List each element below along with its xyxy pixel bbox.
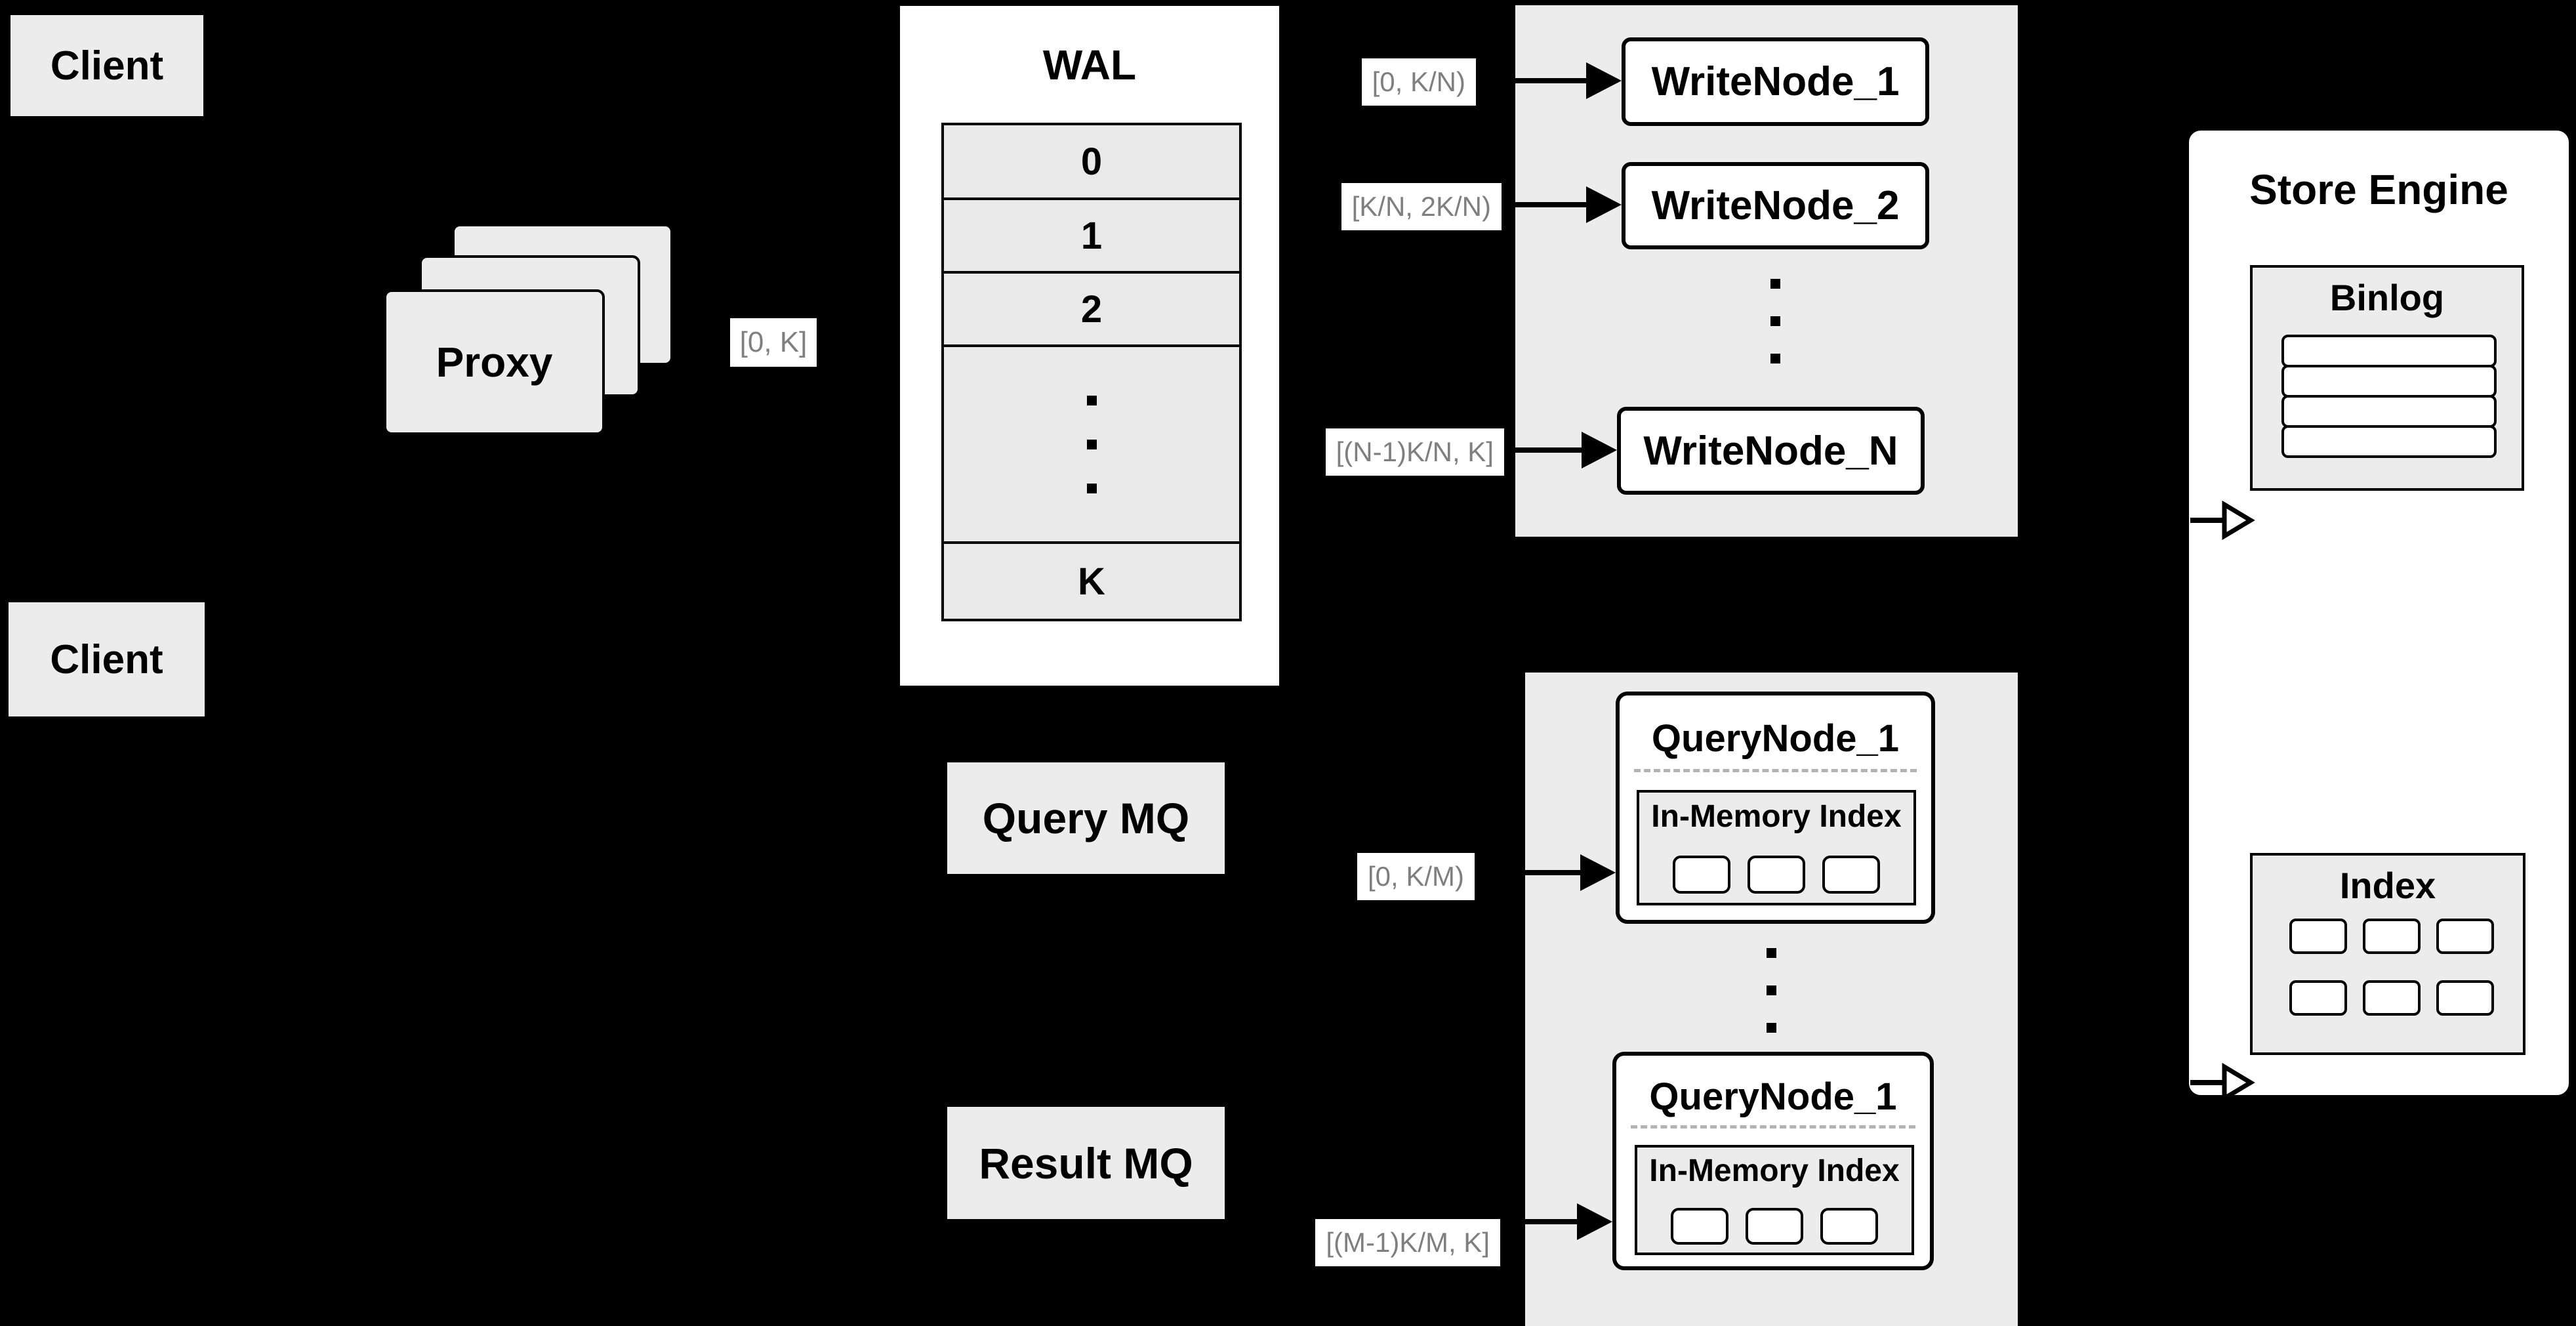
index-cell <box>2436 919 2494 954</box>
wal-title: WAL <box>1042 41 1137 89</box>
wal-segment-row: 1 <box>944 200 1239 274</box>
write-node-1: WriteNode_1 <box>1622 37 1929 126</box>
write-node-2: WriteNode_2 <box>1622 162 1929 249</box>
write-node-2-label: WriteNode_2 <box>1651 183 1900 228</box>
in-memory-index-2-title: In-Memory Index <box>1649 1153 1900 1188</box>
in-memory-cells <box>1639 856 1913 894</box>
write-node-1-label: WriteNode_1 <box>1651 59 1900 104</box>
index-cells <box>2289 919 2494 1016</box>
query-range-label-1: [0, K/M) <box>1357 853 1475 900</box>
query-node-1-title: QueryNode_1 <box>1651 716 1900 760</box>
store-engine-title: Store Engine <box>2249 166 2508 213</box>
binlog-row <box>2281 425 2497 458</box>
write-range-label-3: [(N-1)K/N, K] <box>1325 428 1504 476</box>
result-mq-box: Result MQ <box>945 1105 1227 1221</box>
arrow-line <box>1477 78 1590 83</box>
memory-cell <box>1673 856 1730 894</box>
arrow-line <box>1502 1219 1581 1224</box>
wal-segment-row: K <box>944 544 1239 619</box>
client-top-label: Client <box>50 43 164 89</box>
binlog-row <box>2281 365 2497 398</box>
write-node-n-label: WriteNode_N <box>1643 428 1898 474</box>
arrow-head <box>1577 1203 1612 1240</box>
write-range-label-2: [K/N, 2K/N) <box>1341 183 1502 230</box>
in-memory-index-1-title: In-Memory Index <box>1651 798 1902 834</box>
write-node-n: WriteNode_N <box>1617 407 1925 495</box>
index-cell <box>2436 980 2494 1016</box>
ellipsis-dots <box>1086 395 1097 493</box>
query-node-1: QueryNode_1 In-Memory Index <box>1616 692 1935 924</box>
dashed-divider <box>1631 1125 1915 1129</box>
index-cell <box>2289 980 2347 1016</box>
binlog-row <box>2281 395 2497 428</box>
memory-cell <box>1671 1208 1728 1245</box>
arrow-line <box>1476 870 1584 875</box>
wal-segment-table: 0 1 2 K <box>941 123 1242 621</box>
memory-cell <box>1746 1208 1803 1245</box>
index-cell <box>2289 919 2347 954</box>
proxy-card-front: Proxy <box>384 289 605 435</box>
arrow-head <box>1586 186 1622 223</box>
write-range-label-1: [0, K/N) <box>1361 58 1476 106</box>
index-box: Index <box>2250 853 2525 1055</box>
client-bottom-label: Client <box>50 636 163 682</box>
result-mq-label: Result MQ <box>979 1138 1193 1188</box>
ellipsis-dots <box>1767 948 1776 1033</box>
memory-cell <box>1748 856 1805 894</box>
proxy-label: Proxy <box>436 339 553 386</box>
binlog-row <box>2281 335 2497 367</box>
client-box-top: Client <box>9 13 205 118</box>
proxy-range-label: [0, K] <box>730 318 817 367</box>
arrow-head <box>1586 62 1622 99</box>
arrow-line <box>1505 447 1585 453</box>
open-arrow-to-binlog <box>2190 500 2255 541</box>
arrow-head <box>1580 854 1616 891</box>
index-cell <box>2363 919 2421 954</box>
in-memory-index-2: In-Memory Index <box>1635 1145 1914 1255</box>
wal-ellipsis-row <box>944 347 1239 544</box>
query-range-label-2: [(M-1)K/M, K] <box>1315 1219 1500 1266</box>
wal-segment-row: 2 <box>944 274 1239 347</box>
client-box-bottom: Client <box>7 600 207 718</box>
query-mq-label: Query MQ <box>982 794 1190 842</box>
index-cell <box>2363 980 2421 1016</box>
store-engine-panel: Store Engine Binlog Index <box>2186 128 2571 1103</box>
query-mq-box: Query MQ <box>945 760 1227 876</box>
binlog-box: Binlog <box>2250 265 2524 491</box>
wal-panel: WAL 0 1 2 K <box>898 4 1281 688</box>
open-arrow-to-index <box>2190 1062 2255 1103</box>
arrow-line <box>1503 202 1590 207</box>
memory-cell <box>1822 856 1880 894</box>
in-memory-cells <box>1637 1208 1912 1245</box>
arrow-head <box>1582 432 1617 468</box>
wal-segment-row: 0 <box>944 125 1239 200</box>
ellipsis-dots <box>1770 279 1780 363</box>
query-node-2-title: QueryNode_1 <box>1649 1075 1897 1118</box>
index-title: Index <box>2339 864 2436 906</box>
in-memory-index-1: In-Memory Index <box>1637 790 1916 905</box>
memory-cell <box>1820 1208 1878 1245</box>
query-node-2: QueryNode_1 In-Memory Index <box>1612 1052 1934 1270</box>
binlog-rows <box>2281 335 2497 458</box>
binlog-title: Binlog <box>2329 276 2445 318</box>
dashed-divider <box>1634 769 1917 772</box>
